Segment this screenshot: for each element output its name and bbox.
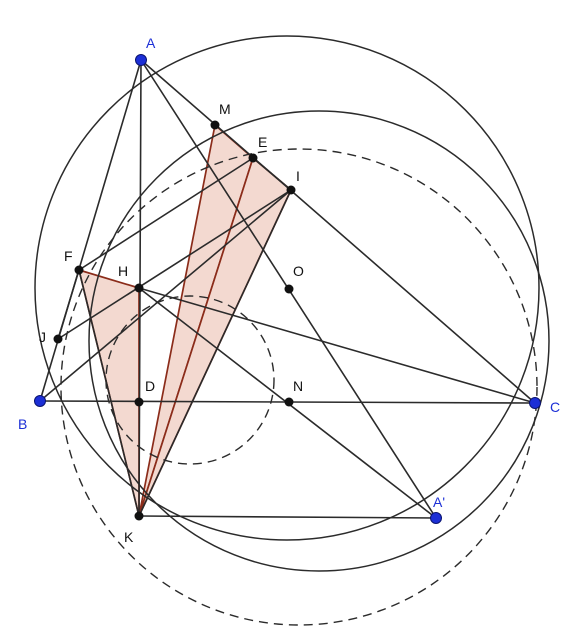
label-b: B	[18, 416, 27, 432]
point-a-marker	[135, 54, 147, 66]
point-j-marker	[53, 334, 63, 344]
circle-through-k-c	[88, 110, 550, 572]
label-f: F	[64, 248, 73, 264]
dashed-circle-large	[60, 148, 538, 626]
point-c-marker	[529, 397, 541, 409]
point-o-marker	[284, 284, 294, 294]
label-e: E	[258, 134, 267, 150]
segment-fk	[78, 269, 140, 517]
segment-ka-prime	[138, 515, 437, 519]
label-h: H	[118, 263, 128, 279]
label-m: M	[219, 101, 231, 117]
label-n: N	[293, 378, 303, 394]
segment-ab	[39, 59, 142, 402]
label-j: J	[39, 329, 46, 345]
segment-bi	[39, 189, 292, 402]
segment-ji	[57, 189, 292, 340]
segment-ki	[138, 189, 292, 517]
label-c: C	[550, 399, 560, 415]
segment-jf	[57, 269, 80, 340]
point-n-marker	[284, 397, 294, 407]
label-d: D	[145, 378, 155, 394]
segment-fe	[78, 157, 254, 271]
segment-ie	[252, 157, 292, 191]
circumcircle-abc	[34, 35, 540, 541]
label-i: I	[296, 168, 300, 184]
point-h-marker	[134, 283, 144, 293]
label-a-prime: A'	[433, 494, 445, 510]
point-d-marker	[134, 397, 144, 407]
segment-hc	[138, 287, 536, 404]
segment-ac	[140, 59, 536, 404]
label-k: K	[124, 529, 134, 545]
label-a: A	[146, 35, 156, 51]
point-a-prime-marker	[430, 512, 442, 524]
point-f-marker	[74, 265, 84, 275]
label-o: O	[293, 263, 304, 279]
point-k-marker	[134, 511, 144, 521]
point-e-marker	[248, 153, 258, 163]
point-m-marker	[210, 120, 220, 130]
point-b-marker	[34, 395, 46, 407]
point-i-marker	[286, 185, 296, 195]
